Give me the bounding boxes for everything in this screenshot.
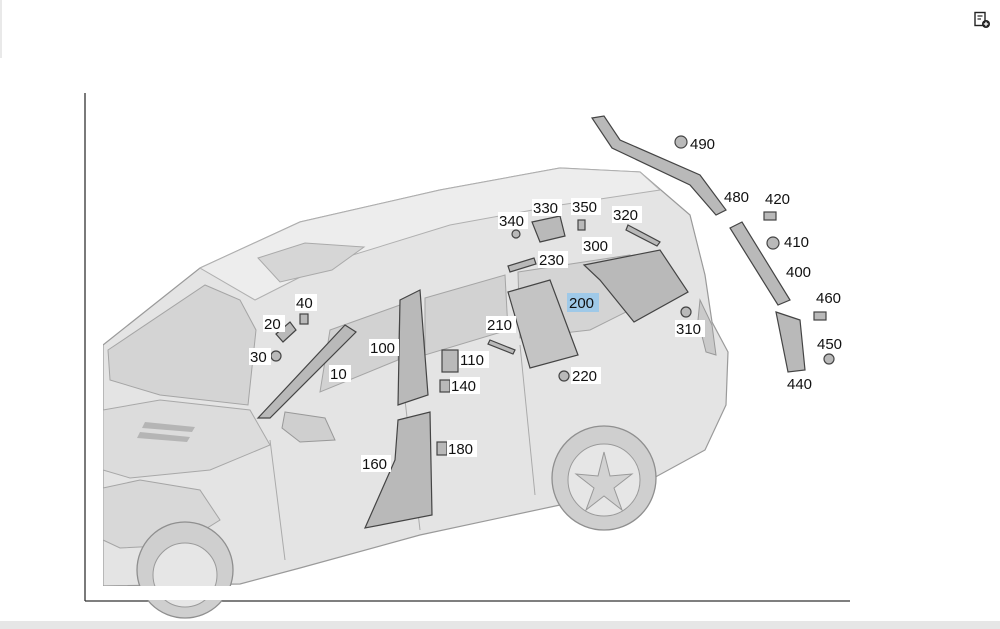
b-pillar-lower-part xyxy=(363,411,433,529)
svg-text:310: 310 xyxy=(676,321,701,338)
callout-140[interactable]: 140 xyxy=(450,377,480,395)
clip-part xyxy=(823,353,835,365)
clip-part xyxy=(674,135,688,149)
callout-200[interactable]: 200 xyxy=(567,293,599,312)
svg-text:330: 330 xyxy=(533,200,558,217)
trim-parts xyxy=(256,115,835,529)
svg-text:450: 450 xyxy=(817,336,842,353)
callouts: 10 20 30 40 100 110 140 160 180 200 210 … xyxy=(249,135,846,473)
callout-100[interactable]: 100 xyxy=(369,339,399,357)
callout-480[interactable]: 480 xyxy=(723,188,753,206)
panel-edge xyxy=(0,0,2,58)
callout-300[interactable]: 300 xyxy=(582,237,612,255)
callout-400[interactable]: 400 xyxy=(785,263,815,281)
b-pillar-upper-part xyxy=(397,289,429,406)
callout-330[interactable]: 330 xyxy=(532,199,562,217)
svg-text:180: 180 xyxy=(448,441,473,458)
strip-part xyxy=(487,339,516,355)
screw-part xyxy=(511,229,521,239)
clip-part xyxy=(439,379,451,393)
callout-20[interactable]: 20 xyxy=(263,315,285,333)
callout-220[interactable]: 220 xyxy=(571,367,601,385)
rear-trim-part xyxy=(729,221,791,306)
screw-part xyxy=(577,219,586,231)
svg-text:30: 30 xyxy=(250,349,267,366)
strip-part xyxy=(625,224,661,247)
callout-450[interactable]: 450 xyxy=(816,335,846,353)
svg-text:300: 300 xyxy=(583,238,608,255)
grommet-part xyxy=(680,306,692,318)
a-pillar-trim-part xyxy=(256,324,357,419)
callout-230[interactable]: 230 xyxy=(538,251,568,269)
svg-text:110: 110 xyxy=(460,352,484,369)
svg-text:440: 440 xyxy=(787,376,812,393)
callout-410[interactable]: 410 xyxy=(783,233,813,251)
bracket-part xyxy=(441,349,459,373)
callout-490[interactable]: 490 xyxy=(689,135,719,153)
add-to-list-button[interactable] xyxy=(970,8,994,32)
svg-text:200: 200 xyxy=(569,295,594,312)
callout-10[interactable]: 10 xyxy=(329,365,351,383)
callout-160[interactable]: 160 xyxy=(361,455,391,473)
c-pillar-trim-part xyxy=(507,279,579,369)
callout-310[interactable]: 310 xyxy=(675,320,705,338)
svg-text:320: 320 xyxy=(613,207,638,224)
callout-30[interactable]: 30 xyxy=(249,348,271,366)
svg-text:340: 340 xyxy=(499,213,524,230)
roof-trim-part xyxy=(590,115,727,216)
svg-text:210: 210 xyxy=(487,317,512,334)
callout-350[interactable]: 350 xyxy=(571,198,601,216)
lower-rear-trim-part xyxy=(775,311,806,373)
cover-part xyxy=(531,215,566,243)
svg-text:400: 400 xyxy=(786,264,811,281)
callout-210[interactable]: 210 xyxy=(486,316,516,334)
svg-text:10: 10 xyxy=(330,366,347,383)
callout-420[interactable]: 420 xyxy=(764,190,794,208)
callout-340[interactable]: 340 xyxy=(498,212,528,230)
screw-part xyxy=(763,211,777,221)
callout-460[interactable]: 460 xyxy=(815,289,845,307)
handle-part xyxy=(507,257,537,273)
svg-text:100: 100 xyxy=(370,340,395,357)
d-pillar-trim-part xyxy=(582,249,689,323)
add-to-list-icon xyxy=(974,11,990,28)
grommet-part xyxy=(558,370,570,382)
svg-text:160: 160 xyxy=(362,456,387,473)
svg-text:410: 410 xyxy=(784,234,809,251)
svg-text:230: 230 xyxy=(539,252,564,269)
bottom-bar xyxy=(0,621,1000,629)
callout-110[interactable]: 110 xyxy=(459,351,489,369)
callout-440[interactable]: 440 xyxy=(786,375,816,393)
svg-text:480: 480 xyxy=(724,189,749,206)
clip-part xyxy=(436,441,448,456)
screw-part xyxy=(813,311,827,321)
clip-part xyxy=(275,321,297,343)
screw-part xyxy=(270,350,282,362)
svg-text:220: 220 xyxy=(572,368,597,385)
svg-text:350: 350 xyxy=(572,199,597,216)
callout-40[interactable]: 40 xyxy=(295,294,317,312)
svg-text:490: 490 xyxy=(690,136,715,153)
callout-320[interactable]: 320 xyxy=(612,206,642,224)
svg-text:40: 40 xyxy=(296,295,313,312)
svg-text:420: 420 xyxy=(765,191,790,208)
svg-text:460: 460 xyxy=(816,290,841,307)
callout-180[interactable]: 180 xyxy=(447,440,477,458)
svg-text:140: 140 xyxy=(451,378,476,395)
svg-text:20: 20 xyxy=(264,316,281,333)
screw-part xyxy=(299,313,309,325)
clip-part xyxy=(766,236,780,250)
